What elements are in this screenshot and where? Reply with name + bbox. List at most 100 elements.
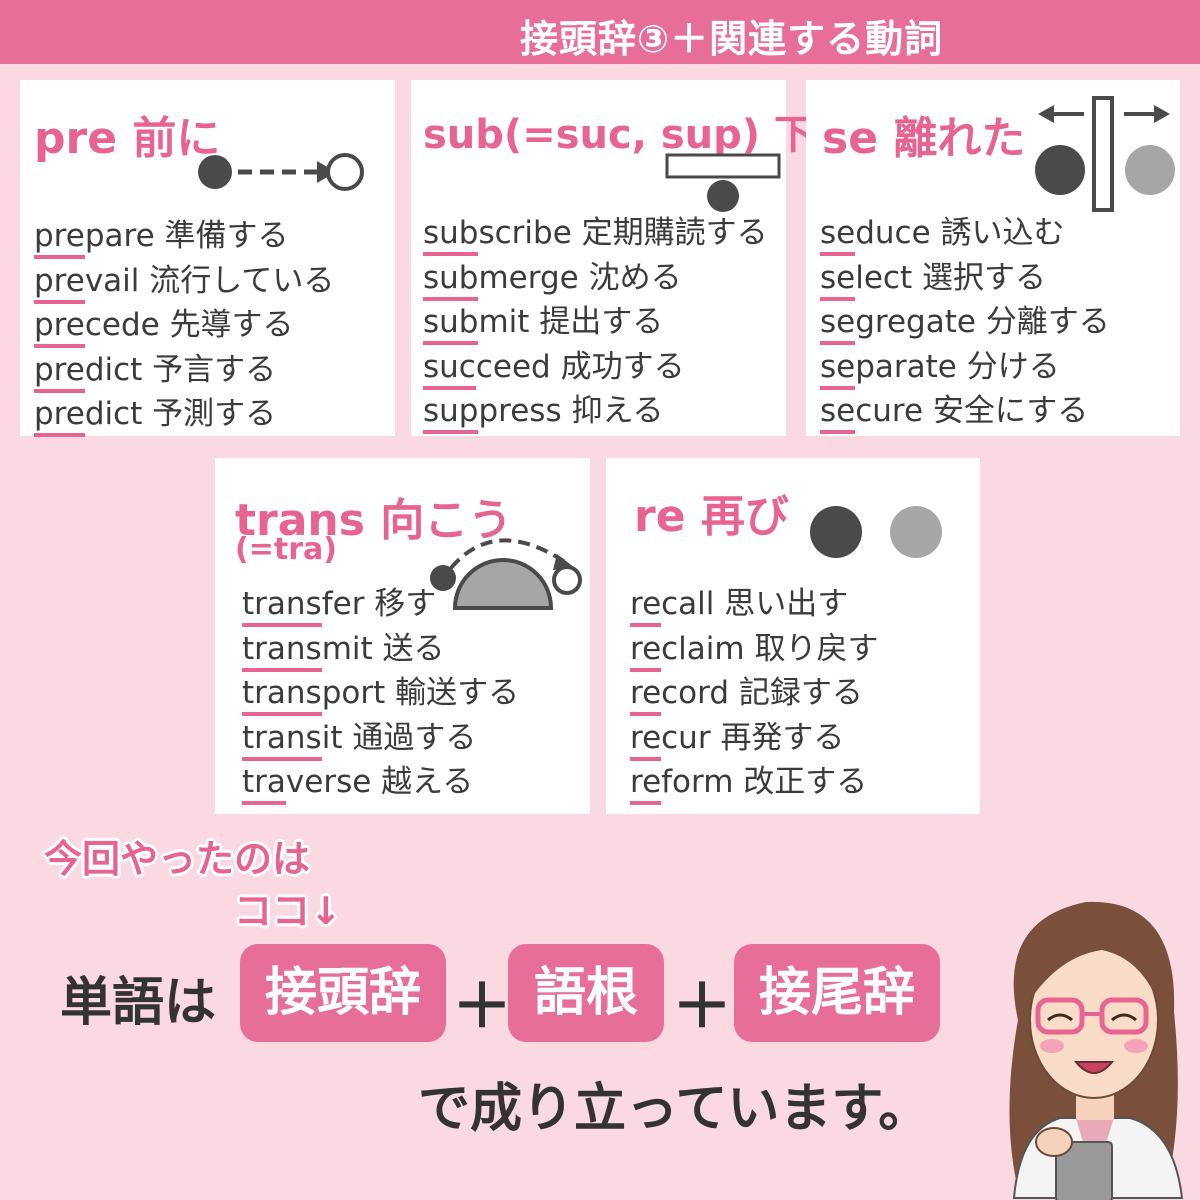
list-item: separate 分ける	[820, 347, 1110, 392]
plus-sign: ＋	[452, 972, 512, 1042]
word-list: seduce 誘い込む select 選択する segregate 分離する s…	[820, 213, 1110, 436]
prefix-underlined: se	[820, 393, 856, 434]
word-rest: parate	[855, 348, 957, 385]
word-rest: lect	[855, 259, 913, 296]
prefix-underlined: se	[820, 215, 856, 256]
prefix-underlined: re	[630, 630, 662, 672]
list-item: submerge 沈める	[423, 258, 768, 303]
word-list: subscribe 定期購読する submerge 沈める submit 提出す…	[423, 213, 768, 436]
list-item: segregate 分離する	[820, 302, 1110, 347]
prefix-underlined: sub	[423, 304, 479, 345]
word-rest: press	[478, 393, 562, 429]
word-rest: dict	[84, 351, 143, 388]
list-item: recur 再発する	[630, 718, 878, 763]
card-title: se 離れた	[822, 113, 1026, 164]
over-arc-diagram	[430, 538, 582, 610]
list-item: submit 提出する	[423, 302, 768, 347]
list-item: secure 安全にする	[820, 391, 1110, 436]
word-meaning: 取り戻す	[754, 630, 879, 667]
prefix-underlined: re	[630, 586, 662, 627]
word-rest: call	[661, 586, 715, 622]
prefix-underlined: pre	[34, 396, 85, 437]
prefix-underlined: trans	[242, 719, 322, 761]
plus-sign: ＋	[672, 972, 732, 1042]
word-meaning: 記録する	[738, 675, 863, 711]
word-rest: pare	[84, 218, 155, 254]
prefix-underlined: sub	[423, 259, 479, 301]
word-meaning: 移す	[374, 586, 437, 622]
word-meaning: 通過する	[352, 719, 477, 756]
word-rest: fer	[321, 586, 365, 622]
word-list: transfer 移す transmit 送る transport 輸送する t…	[242, 584, 519, 807]
word-rest: cure	[855, 393, 924, 429]
word-rest: mit	[321, 630, 373, 667]
forward-arrow-diagram	[198, 153, 364, 191]
list-item: succeed 成功する	[423, 347, 768, 392]
prefix-underlined: trans	[242, 586, 322, 627]
list-item: suppress 抑える	[423, 391, 768, 436]
word-rest: dict	[84, 396, 143, 432]
lead-text: 単語は	[60, 973, 217, 1033]
note-text: 今回やったのは	[44, 837, 311, 881]
prefix-underlined: trans	[242, 630, 322, 672]
word-rest: mit	[478, 304, 530, 340]
word-meaning: 予測する	[152, 396, 277, 432]
list-item: subscribe 定期購読する	[423, 213, 768, 258]
word-list: recall 思い出す reclaim 取り戻す record 記録する rec…	[630, 584, 878, 807]
list-item: precede 先導する	[34, 305, 334, 350]
list-item: reform 改正する	[630, 762, 878, 807]
word-list: prepare 準備する prevail 流行している precede 先導する…	[34, 216, 334, 439]
word-rest: claim	[661, 630, 745, 667]
prefix-underlined: pre	[34, 307, 85, 348]
page-title: 接頭辞③＋関連する動詞	[520, 17, 944, 61]
word-meaning: 提出する	[539, 304, 664, 340]
note-pointer: ココ↓	[234, 889, 342, 933]
word-meaning: 選択する	[921, 259, 1046, 296]
card-title: sub(=suc, sup) 下	[423, 112, 814, 158]
separation-diagram	[1035, 96, 1175, 212]
list-item: select 選択する	[820, 258, 1110, 303]
list-item: prevail 流行している	[34, 261, 334, 306]
list-item: seduce 誘い込む	[820, 213, 1110, 258]
word-meaning: 分ける	[966, 348, 1060, 385]
header-bar: 接頭辞③＋関連する動詞	[0, 0, 1200, 64]
teacher-illustration	[1009, 901, 1184, 1200]
list-item: transport 輸送する	[242, 673, 519, 718]
card-subtitle: (=tra)	[235, 532, 337, 567]
card-title: re 再び	[634, 491, 789, 542]
word-rest: cede	[84, 307, 160, 343]
word-rest: ceed	[475, 348, 551, 385]
card-pre: pre 前に prepare 準備する prevail 流行している prece…	[20, 80, 395, 439]
list-item: record 記録する	[630, 673, 878, 718]
prefix-underlined: se	[820, 259, 856, 301]
repeat-dots-diagram	[810, 506, 942, 558]
word-rest: cord	[661, 675, 730, 711]
word-rest: port	[321, 675, 386, 711]
list-item: traverse 越える	[242, 762, 519, 807]
word-meaning: 予言する	[152, 351, 277, 388]
word-rest: merge	[478, 259, 579, 296]
word-meaning: 分離する	[985, 304, 1110, 340]
word-rest: cur	[661, 719, 711, 756]
word-meaning: 成功する	[560, 348, 685, 385]
card-trans: trans 向こう (=tra) transfer 移す transmit 送る…	[215, 458, 590, 814]
word-meaning: 沈める	[588, 259, 682, 296]
list-item: recall 思い出す	[630, 584, 878, 629]
prefix-bubble: 接頭辞	[240, 944, 446, 1042]
word-meaning: 先導する	[169, 307, 294, 343]
suffix-bubble: 接尾辞	[734, 944, 940, 1042]
prefix-underlined: sub	[423, 215, 479, 256]
word-meaning: 定期購読する	[581, 215, 768, 251]
word-meaning: 送る	[382, 630, 445, 667]
card-sub: sub(=suc, sup) 下 subscribe 定期購読する submer…	[411, 80, 814, 436]
list-item: transfer 移す	[242, 584, 519, 629]
prefix-underlined: se	[820, 304, 856, 345]
prefix-underlined: trans	[242, 675, 322, 716]
word-meaning: 準備する	[164, 218, 289, 254]
word-meaning: 越える	[381, 764, 474, 800]
below-bar-diagram	[665, 153, 781, 212]
word-meaning: 再発する	[720, 719, 845, 756]
word-rest: verse	[285, 764, 372, 800]
prefix-underlined: se	[820, 348, 856, 390]
word-rest: gregate	[855, 304, 976, 340]
